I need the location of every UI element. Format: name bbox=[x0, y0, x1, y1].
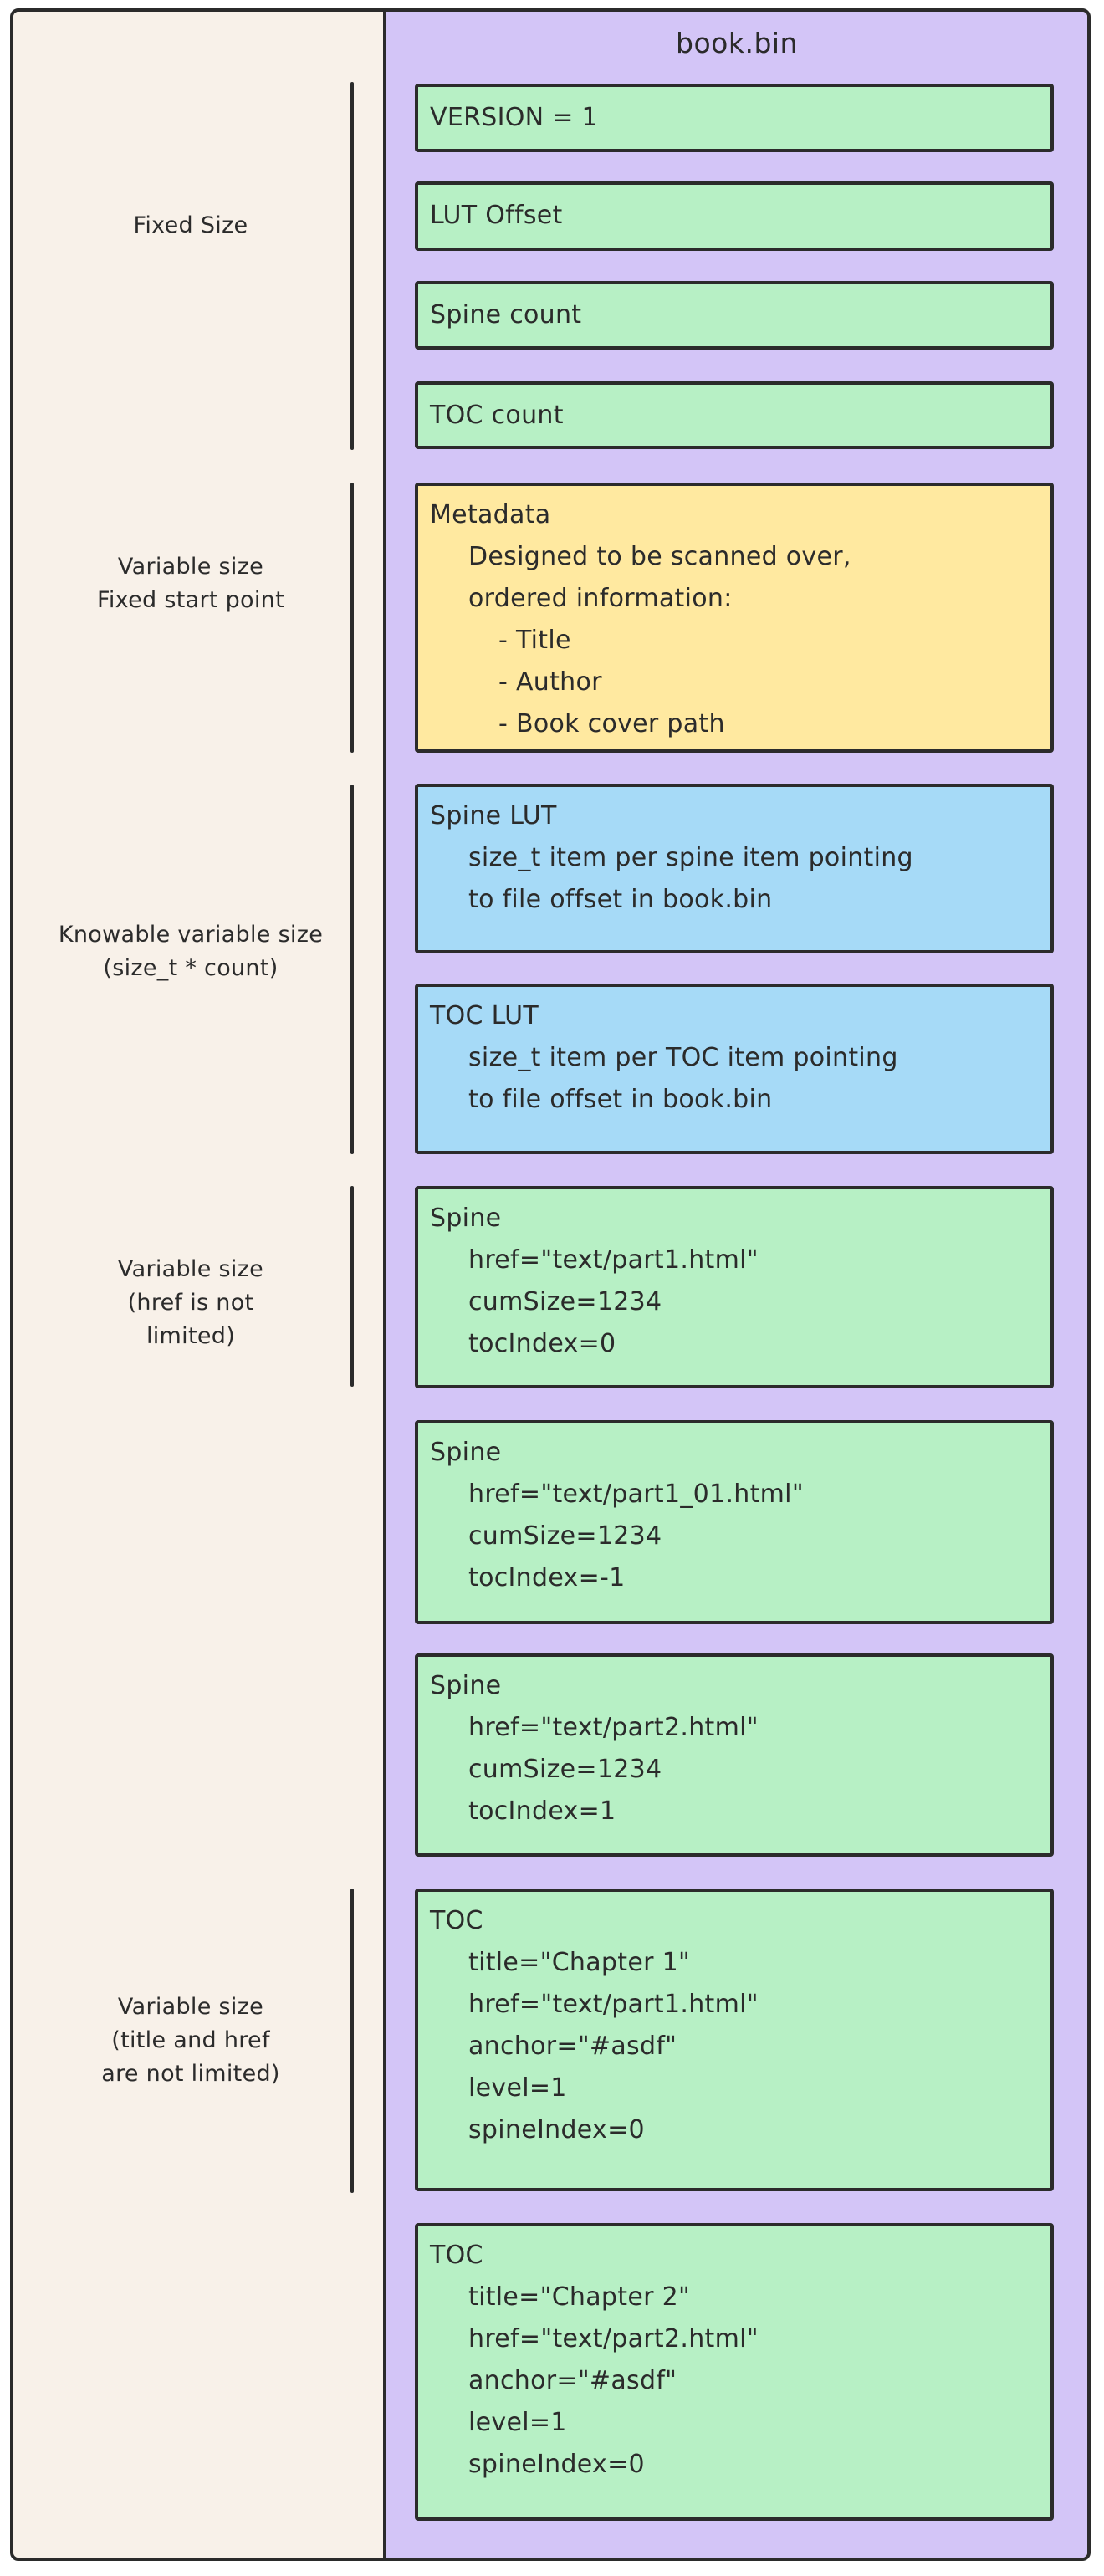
box-line: to file offset in book.bin bbox=[468, 885, 773, 914]
label-line: (href is not bbox=[127, 1290, 254, 1316]
box-line: level=1 bbox=[468, 2073, 567, 2103]
box-line: anchor="#asdf" bbox=[468, 2366, 677, 2395]
bracket-fixed-size bbox=[350, 82, 354, 450]
box-line: - Author bbox=[498, 667, 602, 697]
box-line: href="text/part1_01.html" bbox=[468, 1480, 804, 1509]
box-line: cumSize=1234 bbox=[468, 1287, 662, 1316]
box-title: LUT Offset bbox=[430, 201, 563, 230]
box-line: - Title bbox=[498, 626, 571, 655]
box-title: TOC count bbox=[430, 401, 564, 430]
box-line: to file offset in book.bin bbox=[468, 1085, 773, 1114]
box-line: href="text/part1.html" bbox=[468, 1245, 759, 1275]
label-knowable-variable-size: Knowable variable size (size_t * count) bbox=[25, 918, 356, 985]
box-line: spineIndex=0 bbox=[468, 2115, 645, 2144]
label-line: are not limited) bbox=[101, 2061, 280, 2087]
box-title: Metadata bbox=[430, 500, 551, 529]
box-line: title="Chapter 2" bbox=[468, 2282, 691, 2312]
label-line: (size_t * count) bbox=[103, 955, 279, 981]
bracket-metadata bbox=[350, 483, 354, 753]
box-title: TOC bbox=[430, 1906, 483, 1935]
box-spine-lut: Spine LUT size_t item per spine item poi… bbox=[415, 784, 1054, 953]
box-line: level=1 bbox=[468, 2408, 567, 2437]
box-line: cumSize=1234 bbox=[468, 1755, 662, 1784]
box-title: Spine bbox=[430, 1671, 502, 1700]
box-line: tocIndex=1 bbox=[468, 1797, 616, 1826]
box-title: Spine count bbox=[430, 300, 582, 330]
size-annotation-column: Fixed Size Variable size Fixed start poi… bbox=[13, 12, 383, 2558]
box-title: Spine bbox=[430, 1438, 502, 1467]
box-spine-record-1: Spine href="text/part1.html" cumSize=123… bbox=[415, 1186, 1054, 1388]
label-fixed-size: Fixed Size bbox=[25, 209, 356, 243]
label-line: Variable size bbox=[117, 1256, 264, 1282]
box-title: Spine bbox=[430, 1204, 502, 1233]
box-line: size_t item per TOC item pointing bbox=[468, 1043, 898, 1072]
box-title: VERSION = 1 bbox=[430, 103, 598, 132]
box-line: href="text/part2.html" bbox=[468, 2324, 759, 2354]
box-title: TOC LUT bbox=[430, 1001, 539, 1030]
label-variable-size-title-href: Variable size (title and href are not li… bbox=[25, 1991, 356, 2091]
bracket-spine-record bbox=[350, 1186, 354, 1387]
label-line: Fixed Size bbox=[133, 212, 248, 238]
bracket-toc-record bbox=[350, 1889, 354, 2193]
box-toc-count: TOC count bbox=[415, 381, 1054, 449]
diagram-frame: Fixed Size Variable size Fixed start poi… bbox=[10, 8, 1091, 2561]
box-toc-record-2: TOC title="Chapter 2" href="text/part2.h… bbox=[415, 2223, 1054, 2521]
box-title: TOC bbox=[430, 2241, 483, 2270]
box-line: size_t item per spine item pointing bbox=[468, 843, 913, 872]
box-line: Designed to be scanned over, bbox=[468, 542, 851, 571]
panel-title: book.bin bbox=[676, 27, 798, 59]
box-title: Spine LUT bbox=[430, 801, 557, 831]
box-line: spineIndex=0 bbox=[468, 2450, 645, 2479]
box-line: anchor="#asdf" bbox=[468, 2032, 677, 2061]
box-toc-record-1: TOC title="Chapter 1" href="text/part1.h… bbox=[415, 1889, 1054, 2191]
box-line: ordered information: bbox=[468, 584, 733, 613]
box-lut-offset: LUT Offset bbox=[415, 181, 1054, 251]
label-line: Variable size bbox=[117, 1994, 264, 2020]
label-line: Variable size bbox=[117, 554, 264, 580]
box-line: tocIndex=-1 bbox=[468, 1563, 626, 1592]
label-line: Knowable variable size bbox=[58, 922, 324, 948]
box-metadata: Metadata Designed to be scanned over, or… bbox=[415, 483, 1054, 753]
box-line: tocIndex=0 bbox=[468, 1329, 616, 1358]
box-version: VERSION = 1 bbox=[415, 84, 1054, 152]
bracket-luts bbox=[350, 785, 354, 1154]
label-line: Fixed start point bbox=[97, 587, 284, 613]
box-spine-count: Spine count bbox=[415, 281, 1054, 350]
box-line: - Book cover path bbox=[498, 709, 725, 739]
label-variable-size-href: Variable size (href is not limited) bbox=[25, 1253, 356, 1353]
label-line: (title and href bbox=[111, 2027, 270, 2053]
box-line: href="text/part2.html" bbox=[468, 1713, 759, 1742]
box-spine-record-3: Spine href="text/part2.html" cumSize=123… bbox=[415, 1653, 1054, 1857]
label-variable-size-fixed-start: Variable size Fixed start point bbox=[25, 550, 356, 617]
box-toc-lut: TOC LUT size_t item per TOC item pointin… bbox=[415, 984, 1054, 1154]
box-spine-record-2: Spine href="text/part1_01.html" cumSize=… bbox=[415, 1420, 1054, 1624]
label-line: limited) bbox=[146, 1323, 236, 1349]
box-line: cumSize=1234 bbox=[468, 1521, 662, 1551]
box-line: title="Chapter 1" bbox=[468, 1948, 691, 1977]
box-line: href="text/part1.html" bbox=[468, 1990, 759, 2019]
book-bin-panel: book.bin VERSION = 1 LUT Offset Spine co… bbox=[383, 12, 1087, 2558]
